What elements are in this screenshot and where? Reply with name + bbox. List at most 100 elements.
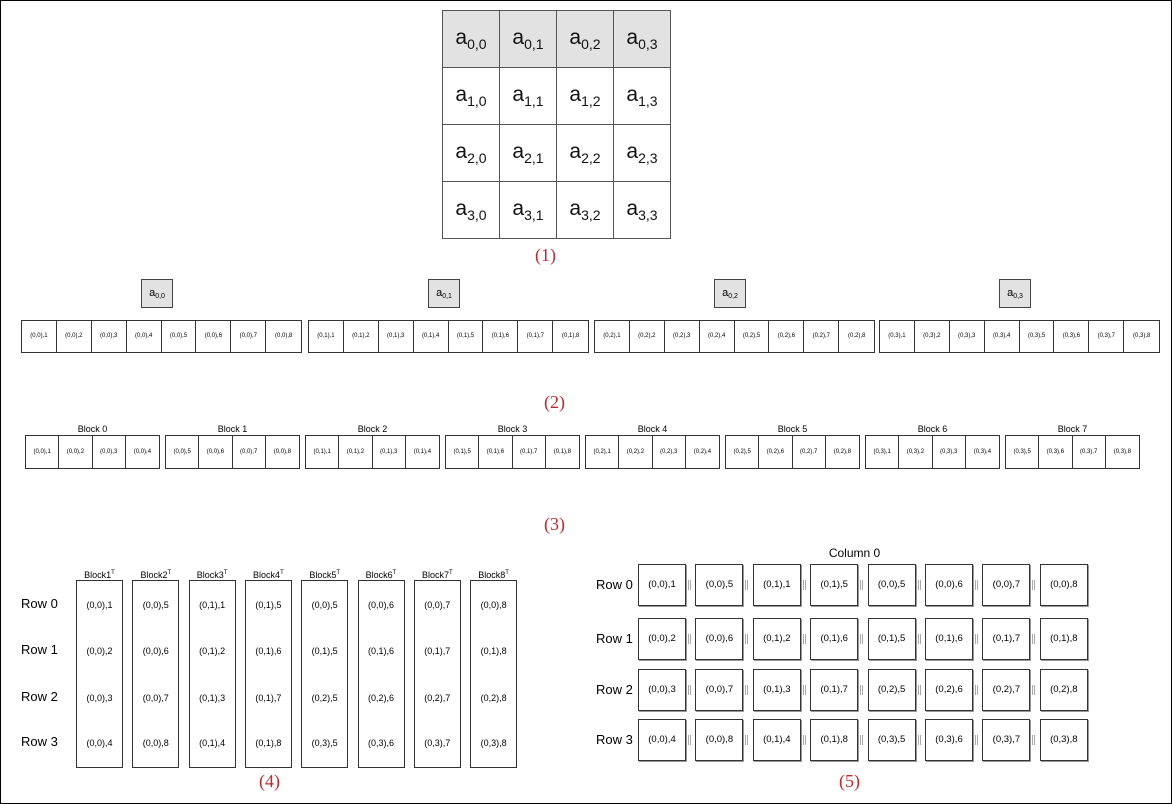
transposed-cell: (0,1),6 [255,646,282,656]
element-cell: (0,0),2 [57,321,92,352]
label-sub: 1,0 [467,93,487,109]
element-cell: (0,3),6 [1054,321,1090,352]
label-sub: 3,2 [581,207,601,223]
block-cell: (0,1),8 [553,449,572,455]
matrix-cell: a3,1 [499,181,557,239]
label-sub: 0,3 [1013,293,1023,300]
column-cell: (0,0),4 [638,719,686,761]
block-cell: (0,3),7 [1073,436,1106,468]
element-cell-row: (0,2),1(0,2),2(0,2),3(0,2),4(0,2),5(0,2)… [594,320,876,353]
row-label: Row 3 [21,734,58,749]
block-cell: (0,2),8 [833,449,852,455]
element-cell: (0,2),7 [804,321,840,352]
label-sub: T [392,570,397,576]
separator-tick [688,685,691,695]
block-label: Block 5 [777,424,808,434]
transposed-cell: (0,1),7 [424,646,451,656]
label-base: a [455,197,468,220]
block-cell: (0,2),6 [759,436,793,468]
column-cell: (0,2),8 [1039,669,1088,711]
label-base: Block5 [309,570,337,580]
column-cell: (0,1),7 [982,618,1031,660]
column-cell: (0,0),8 [1039,564,1088,606]
column-cell: (0,3),7 [982,719,1031,761]
block-cell-row: (0,3),1(0,3),2(0,3),3(0,3),4 [865,435,1000,469]
transposed-column-header: Block5T [301,567,348,580]
element-cell: (0,3),4 [985,321,1020,352]
block-label: Block 0 [77,424,108,434]
block-cell: (0,3),4 [973,449,992,455]
transposed-cell: (0,1),7 [255,693,282,703]
transposed-cell: (0,2),8 [480,693,507,703]
separator-tick [802,735,806,745]
separator-tick [860,580,864,590]
element-cell: (0,2),3 [665,321,700,352]
block-cell: (0,0),5 [166,436,200,468]
column-cell: (0,3),6 [925,719,973,761]
element-cell: (0,3),1 [880,321,915,352]
element-cell: (0,1),2 [344,321,379,352]
element-cell: (0,1),7 [518,321,554,352]
column-cell: (0,0),7 [695,669,744,711]
element-cell: (0,1),3 [379,321,414,352]
transposed-column-body: (0,1),5(0,1),6(0,1),7(0,1),8 [244,580,292,768]
label-base: a [569,83,582,106]
column-cell: (0,1),6 [810,618,859,660]
transposed-cell: (0,2),7 [424,693,451,703]
element-head: a0,1 [428,279,460,308]
transposed-cell: (0,0),4 [86,738,113,748]
matrix-cell: a0,3 [613,10,671,68]
label-sub: 3,0 [467,207,487,223]
transposed-cell: (0,2),6 [367,693,394,703]
block: Block 6(0,3),1(0,3),2(0,3),3(0,3),4 [865,423,1000,469]
separator-tick [1032,580,1036,590]
label-base: a [512,140,525,163]
transposed-cell: (0,0),7 [424,600,451,610]
element-cell: (0,3),8 [1133,333,1151,339]
element-cell: (0,2),2 [630,321,665,352]
matrix-cell: a0,2 [556,10,614,68]
block-cell-row: (0,3),5(0,3),6(0,3),7(0,3),8 [1005,435,1140,469]
block-label: Block 6 [917,424,948,434]
column-cell: (0,0),8 [695,719,744,761]
block: Block 3(0,1),5(0,1),6(0,1),7(0,1),8 [445,423,580,469]
caption-3: (3) [544,514,565,534]
transposed-column-header: Block3T [189,567,236,580]
transposed-column: Block7T(0,0),7(0,1),7(0,2),7(0,3),7 [413,567,461,768]
block-cell: (0,0),4 [133,449,152,455]
transposed-cell: (0,3),6 [367,738,394,748]
transposed-cell: (0,1),5 [255,600,282,610]
label-sub: 1,1 [524,93,544,109]
column-cell: (0,1),2 [752,618,801,660]
block-cell-row: (0,2),5(0,2),6(0,2),7(0,2),8 [725,435,860,469]
transposed-cell: (0,0),8 [142,738,169,748]
label-sub: T [448,570,453,576]
separator-tick [860,735,864,745]
element-cell: (0,2),4 [700,321,735,352]
column-cell: (0,3),8 [1039,719,1088,761]
block-cell: (0,3),3 [933,436,966,468]
column-cell: (0,0),1 [638,564,686,606]
row-label: Row 0 [21,596,58,611]
row-label: Row 2 [21,689,58,704]
label-sub: 0,1 [442,293,452,300]
column-cell: (0,1),4 [752,719,801,761]
element-cell: (0,0),3 [92,321,127,352]
element-cell: (0,3),3 [950,321,985,352]
column-cell: (0,0),3 [638,669,686,711]
transposed-column-body: (0,0),1(0,0),2(0,0),3(0,0),4 [76,580,123,768]
caption-1: (1) [535,245,556,265]
column-0-title: Column 0 [828,546,881,560]
transposed-cell: (0,1),4 [199,738,226,748]
label-base: a [149,287,156,299]
matrix-cell: a0,0 [442,10,500,68]
column-cell: (0,0),2 [638,618,686,660]
separator-tick [917,735,921,745]
label-sub: 0,3 [638,36,658,52]
label-base: a [569,197,582,220]
block-cell: (0,2),4 [693,449,712,455]
block: Block 4(0,2),1(0,2),2(0,2),3(0,2),4 [585,423,720,469]
